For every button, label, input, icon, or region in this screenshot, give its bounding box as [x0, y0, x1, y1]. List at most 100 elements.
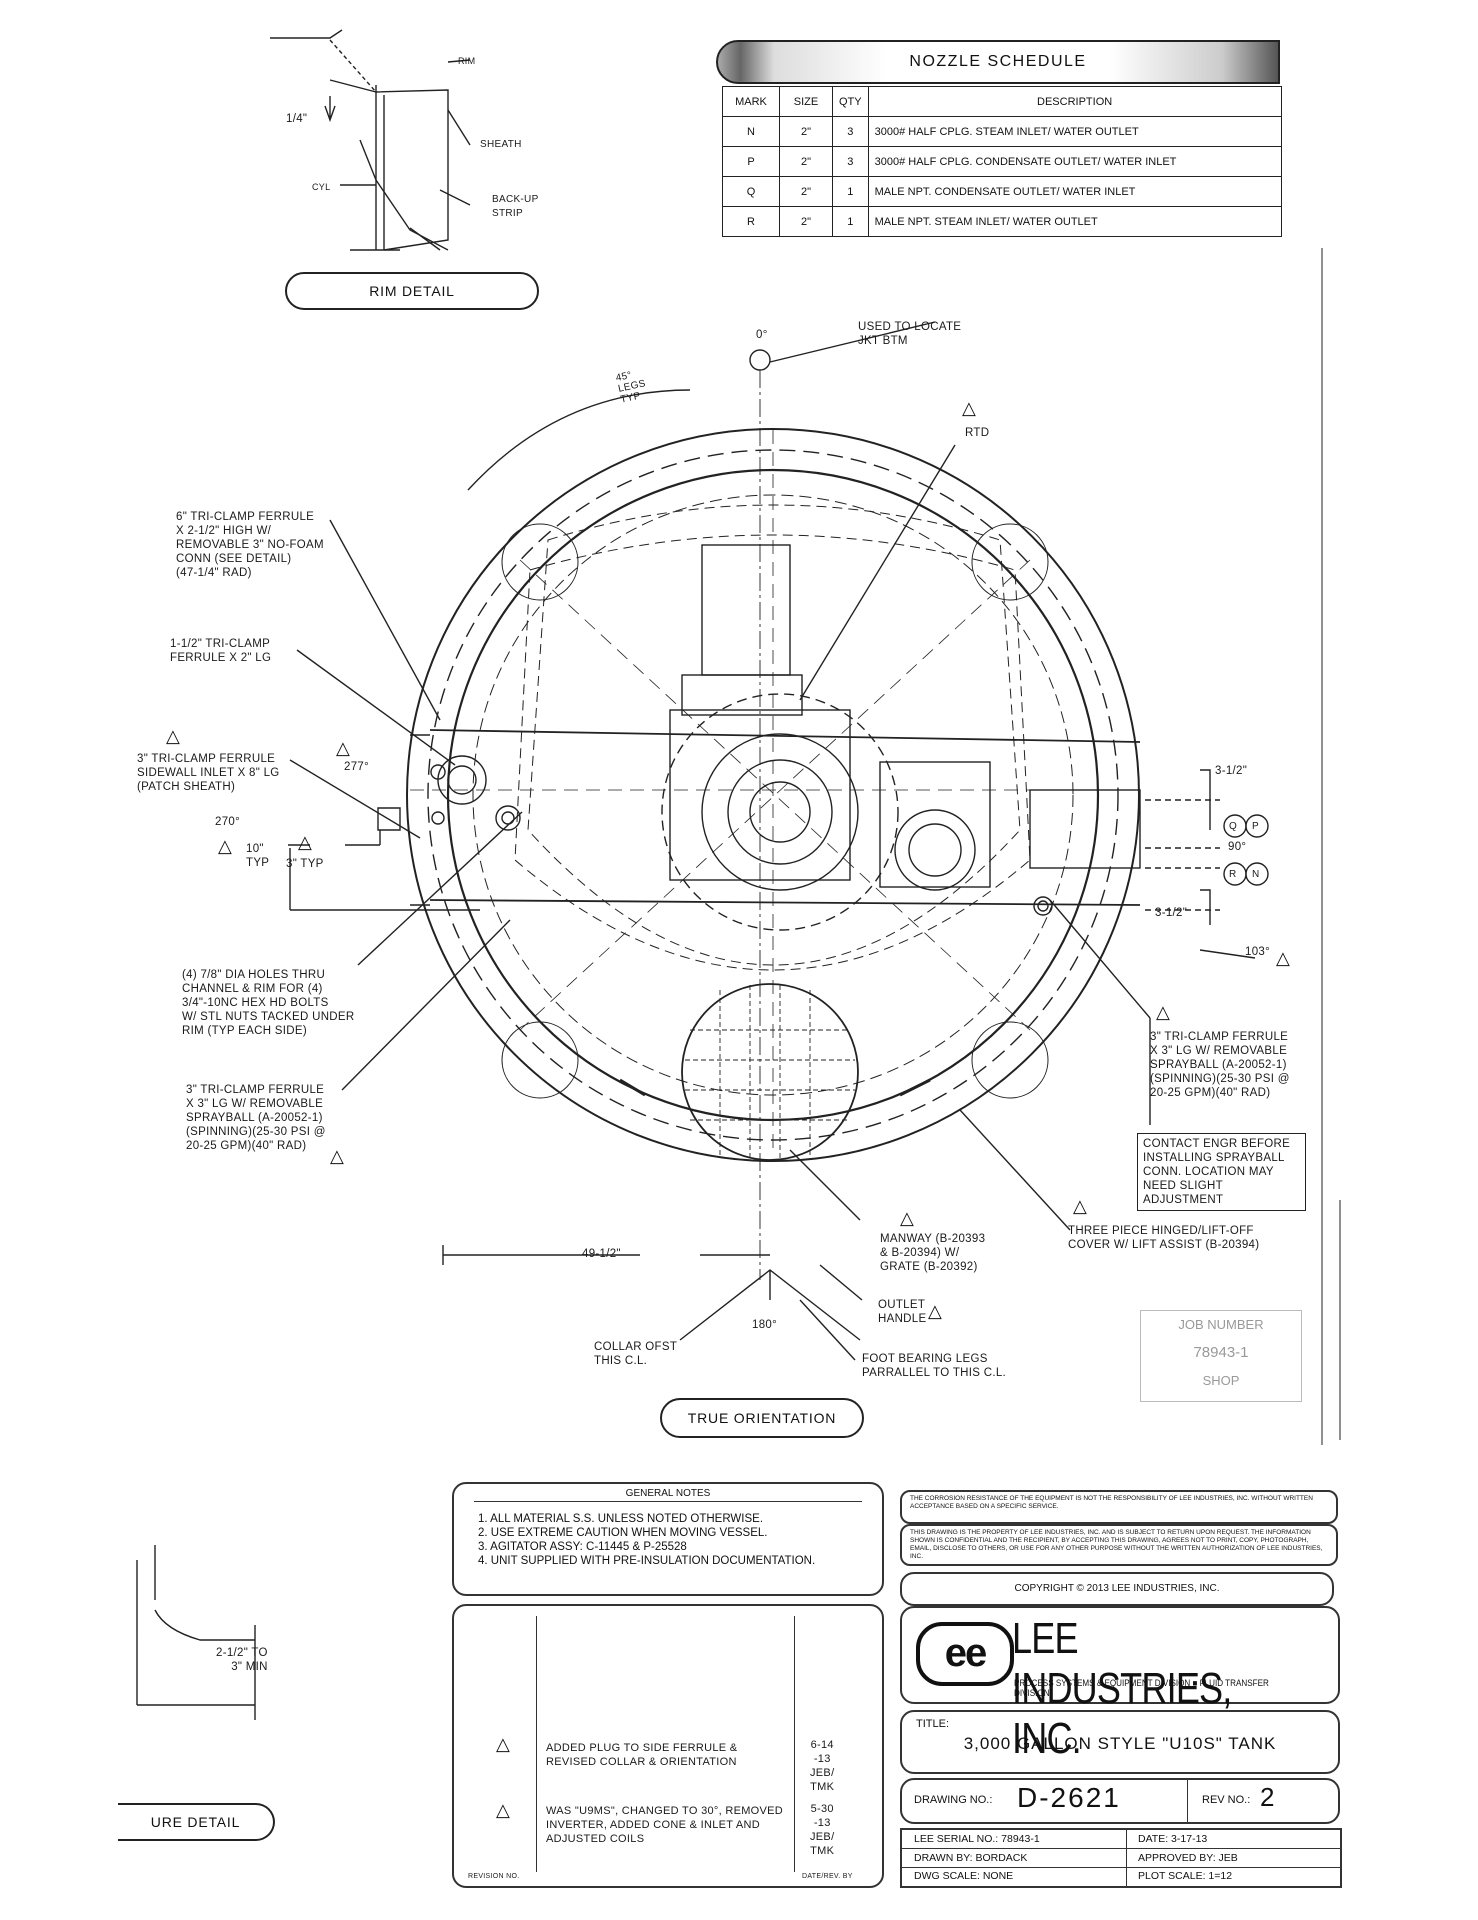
ninety-degree-label: 90° — [1228, 841, 1247, 853]
cell-qty: 3 — [832, 116, 869, 147]
job-number-stamp: JOB NUMBER 78943-1 SHOP — [1140, 1310, 1302, 1402]
approved-by: APPROVED BY: JEB — [1138, 1852, 1238, 1864]
quarter-inch-label: 1/4" — [286, 113, 308, 125]
revision-triangle-icon: △ — [1073, 1196, 1087, 1217]
detail-title: URE DETAIL — [118, 1803, 275, 1841]
cell-description: 3000# HALF CPLG. CONDENSATE OUTLET/ WATE… — [867, 146, 1282, 177]
job-number-heading: JOB NUMBER — [1178, 1317, 1264, 1332]
date-rev-footer: DATE/REV. BY — [802, 1873, 853, 1880]
revision-2-description: WAS "U9MS", CHANGED TO 30°, REMOVED INVE… — [546, 1805, 784, 1845]
true-orientation-title: TRUE ORIENTATION — [660, 1398, 864, 1438]
disclaimer-property: THIS DRAWING IS THE PROPERTY OF LEE INDU… — [900, 1524, 1338, 1566]
col-description: DESCRIPTION — [867, 86, 1282, 117]
collar-offset-label: COLLAR OFST THIS C.L. — [594, 1341, 678, 1367]
revision-triangle-icon: △ — [962, 398, 976, 419]
table-row: Q 2" 1 MALE NPT. CONDENSATE OUTLET/ WATE… — [722, 176, 1282, 207]
revisions-box: △ ADDED PLUG TO SIDE FERRULE & REVISED C… — [452, 1604, 884, 1888]
three-typ-label: 3" TYP — [286, 858, 324, 870]
col-size: SIZE — [779, 86, 833, 117]
cell-mark: Q — [722, 176, 780, 207]
plot-scale: PLOT SCALE: 1=12 — [1138, 1870, 1233, 1882]
cell-size: 2" — [779, 116, 833, 147]
deg-270-label: 270° — [215, 816, 240, 828]
cell-size: 2" — [779, 146, 833, 177]
disclaimer-corrosion: THE CORROSION RESISTANCE OF THE EQUIPMEN… — [900, 1490, 1338, 1524]
job-number-value: 78943-1 — [1193, 1344, 1249, 1361]
rim-label: RIM — [458, 56, 476, 66]
tri-clamp-3-side-label: 3" TRI-CLAMP FERRULE SIDEWALL INLET X 8"… — [137, 753, 280, 793]
drawing-number-box: DRAWING NO.: D-2621 REV NO.: 2 — [900, 1778, 1340, 1824]
nozzle-r-label: R — [1229, 869, 1237, 880]
company-logo-box: ee LEE INDUSTRIES, INC. PROCESS SYSTEMS … — [900, 1606, 1340, 1763]
rtd-label: RTD — [965, 427, 990, 439]
general-notes-box: GENERAL NOTES 1. ALL MATERIAL S.S. UNLES… — [452, 1482, 884, 1596]
cell-size: 2" — [779, 176, 833, 207]
note-item: 3. AGITATOR ASSY: C-11445 & P-25528 — [478, 1541, 687, 1553]
date: DATE: 3-17-13 — [1138, 1833, 1208, 1845]
drawing-title: 3,000 GALLON STYLE "U10S" TANK — [963, 1734, 1277, 1753]
copyright-box: COPYRIGHT © 2013 LEE INDUSTRIES, INC. — [900, 1572, 1334, 1606]
revision-2-date: 5-30 -13 JEB/ TMK — [810, 1803, 835, 1857]
revision-triangle-icon: △ — [298, 832, 312, 853]
note-item: 4. UNIT SUPPLIED WITH PRE-INSULATION DOC… — [478, 1555, 816, 1567]
revision-triangle-icon: △ — [928, 1301, 942, 1322]
dwg-scale: DWG SCALE: NONE — [914, 1870, 1014, 1882]
general-notes-list: 1. ALL MATERIAL S.S. UNLESS NOTED OTHERW… — [478, 1512, 815, 1568]
job-stamp-shop: SHOP — [1202, 1373, 1240, 1388]
zero-degree-label: 0° — [756, 329, 768, 341]
nozzle-schedule-title: NOZZLE SCHEDULE — [716, 40, 1280, 84]
revision-triangle-icon: △ — [1276, 948, 1290, 969]
revision-triangle-icon: △ — [1156, 1002, 1170, 1023]
foot-bearing-label: FOOT BEARING LEGS PARRALLEL TO THIS C.L. — [862, 1353, 1007, 1379]
note-item: 2. USE EXTREME CAUTION WHEN MOVING VESSE… — [478, 1527, 768, 1539]
nozzle-table: MARK SIZE QTY DESCRIPTION N 2" 3 3000# H… — [722, 86, 1282, 237]
cell-description: 3000# HALF CPLG. STEAM INLET/ WATER OUTL… — [867, 116, 1282, 147]
general-notes-title: GENERAL NOTES — [474, 1488, 862, 1502]
revision-triangle-icon: △ — [218, 836, 232, 857]
rev-no-value: 2 — [1260, 1782, 1275, 1812]
table-row: N 2" 3 3000# HALF CPLG. STEAM INLET/ WAT… — [722, 116, 1282, 147]
tri-clamp-1-5-label: 1-1/2" TRI-CLAMP FERRULE X 2" LG — [170, 638, 272, 664]
col-mark: MARK — [722, 86, 780, 117]
detail-dim-label: 2-1/2" TO 3" MIN — [216, 1647, 268, 1673]
deg-103-label: 103° — [1245, 946, 1270, 958]
rim-detail-title: RIM DETAIL — [285, 272, 539, 310]
cell-mark: R — [722, 206, 780, 237]
backup-strip-label: BACK-UP STRIP — [492, 194, 539, 219]
nozzle-n-label: N — [1252, 869, 1260, 880]
cell-description: MALE NPT. CONDENSATE OUTLET/ WATER INLET — [867, 176, 1282, 207]
table-row: P 2" 3 3000# HALF CPLG. CONDENSATE OUTLE… — [722, 146, 1282, 177]
drawing-no-value: D-2621 — [1017, 1782, 1121, 1813]
cell-mark: P — [722, 146, 780, 177]
dim-3-5-bottom: 3-1/2" — [1155, 907, 1188, 919]
dim-49-5-label: 49-1/2" — [582, 1248, 621, 1260]
revision-triangle-icon: △ — [900, 1208, 914, 1229]
outlet-handle-label: OUTLET HANDLE — [878, 1299, 927, 1325]
revision-1-description: ADDED PLUG TO SIDE FERRULE & REVISED COL… — [546, 1742, 738, 1768]
deg-180-label: 180° — [752, 1319, 777, 1331]
ten-typ-label: 10" TYP — [246, 843, 270, 869]
revision-no-footer: REVISION NO. — [468, 1873, 520, 1880]
drawing-no-label: DRAWING NO.: — [914, 1794, 993, 1806]
company-divisions: PROCESS SYSTEMS & EQUIPMENT DIVISION ■ F… — [1014, 1678, 1269, 1698]
contact-engineer-note: CONTACT ENGR BEFORE INSTALLING SPRAYBALL… — [1137, 1133, 1306, 1211]
sprayball-left-label: 3" TRI-CLAMP FERRULE X 3" LG W/ REMOVABL… — [186, 1084, 326, 1152]
deg-277-label: 277° — [344, 761, 369, 773]
title-box: TITLE: 3,000 GALLON STYLE "U10S" TANK — [900, 1710, 1340, 1774]
serial-info-block: LEE SERIAL NO.: 78943-1 DATE: 3-17-13 DR… — [900, 1828, 1342, 1888]
note-item: 1. ALL MATERIAL S.S. UNLESS NOTED OTHERW… — [478, 1513, 764, 1525]
nozzle-p-label: P — [1252, 821, 1259, 832]
cell-mark: N — [722, 116, 780, 147]
bolt-holes-label: (4) 7/8" DIA HOLES THRU CHANNEL & RIM FO… — [182, 969, 355, 1037]
revision-2-triangle-icon: △ — [496, 1800, 510, 1821]
cell-description: MALE NPT. STEAM INLET/ WATER OUTLET — [867, 206, 1282, 237]
rev-no-label: REV NO.: — [1202, 1794, 1251, 1806]
cell-size: 2" — [779, 206, 833, 237]
cyl-label: CYL — [312, 182, 331, 192]
tri-clamp-6-label: 6" TRI-CLAMP FERRULE X 2-1/2" HIGH W/ RE… — [176, 511, 324, 579]
revision-1-date: 6-14 -13 JEB/ TMK — [810, 1739, 835, 1793]
revision-1-triangle-icon: △ — [496, 1734, 510, 1755]
revision-triangle-icon: △ — [330, 1146, 344, 1167]
nozzle-schedule: NOZZLE SCHEDULE MARK SIZE QTY DESCRIPTIO… — [716, 40, 1304, 248]
